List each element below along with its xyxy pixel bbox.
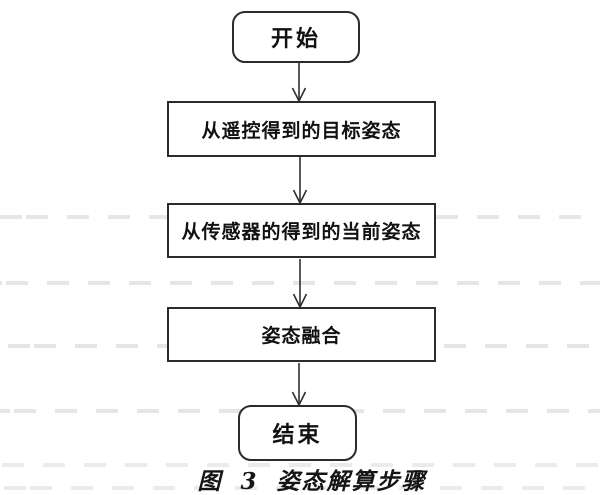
- scan-noise-row: [0, 463, 600, 467]
- scan-noise-row: [0, 486, 600, 490]
- figure-caption: 图 3 姿态解算步骤: [197, 468, 427, 495]
- flow-node-attitude-fusion: 姿态融合: [167, 307, 436, 362]
- flow-node-current-attitude: 从传感器的得到的当前姿态: [167, 203, 436, 258]
- flow-node-start: 开始: [232, 11, 360, 63]
- down-arrow-icon: [291, 63, 307, 102]
- flow-node-end: 结束: [238, 405, 357, 461]
- down-arrow-icon: [292, 157, 308, 204]
- down-arrow-icon: [292, 259, 308, 308]
- flow-node-target-attitude: 从遥控得到的目标姿态: [167, 101, 436, 157]
- down-arrow-icon: [291, 363, 307, 406]
